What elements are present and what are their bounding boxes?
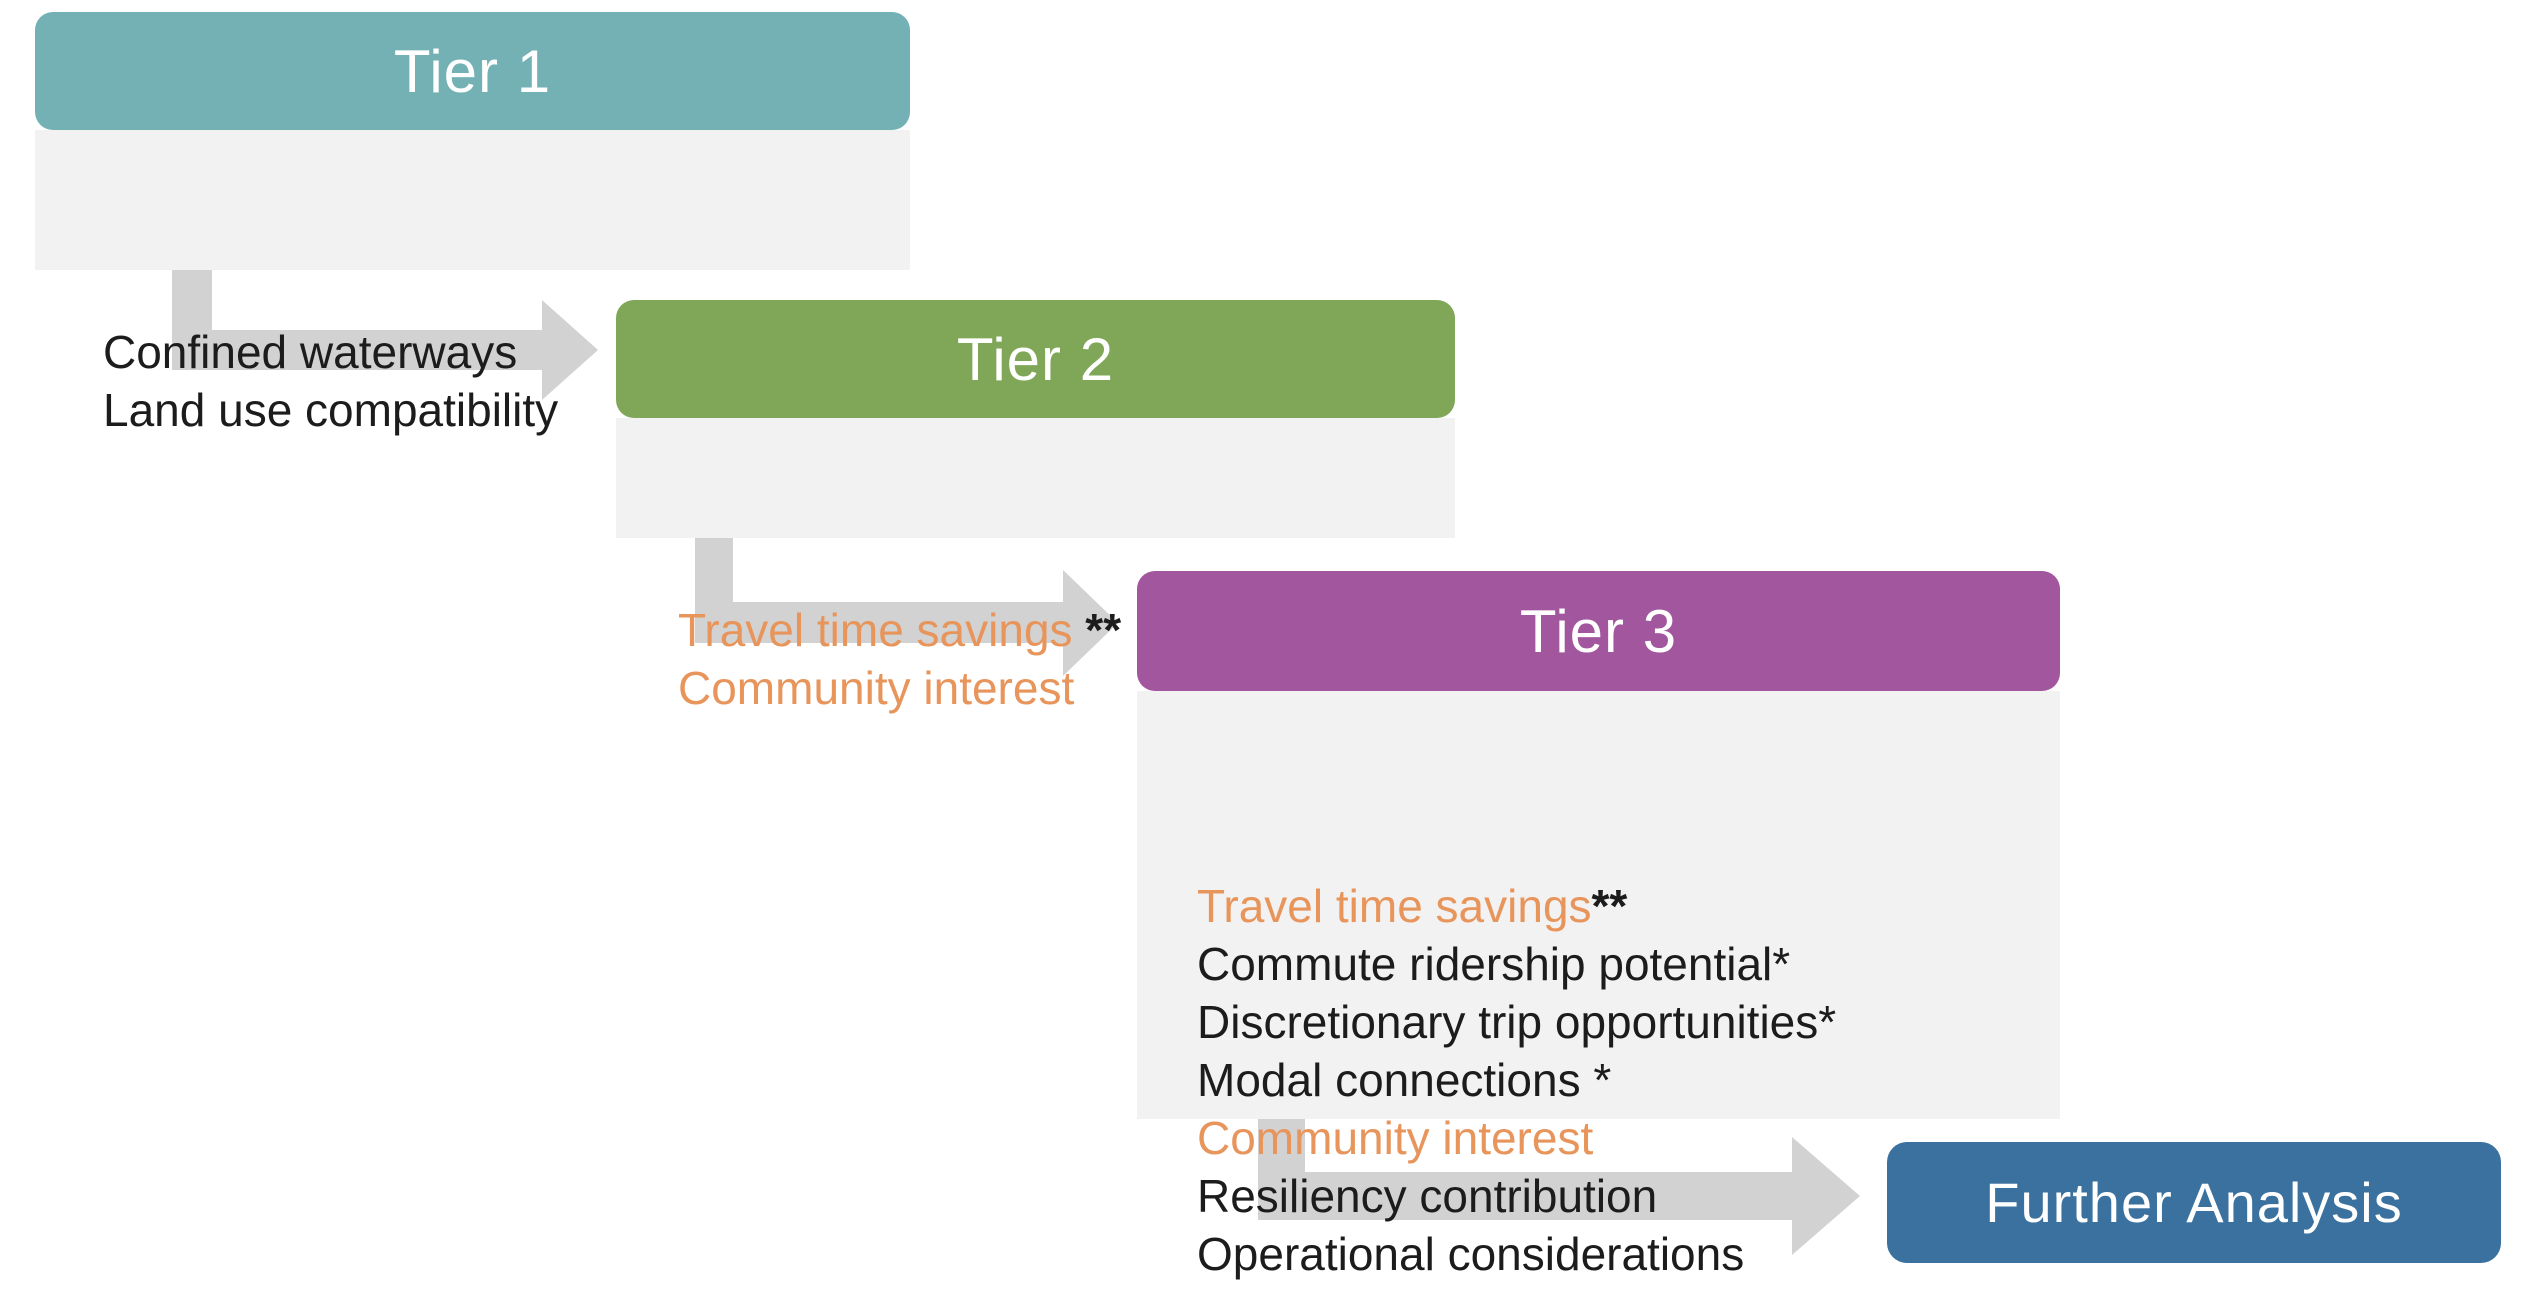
- criterion-label: Travel time savings: [1197, 880, 1592, 932]
- further-analysis-label: Further Analysis: [1985, 1171, 2403, 1234]
- further-analysis-box: Further Analysis: [1887, 1142, 2501, 1263]
- tier1-header: Tier 1: [35, 12, 910, 130]
- criterion-item: Confined waterways: [103, 323, 890, 381]
- criterion-item: Travel time savings**: [1197, 877, 2040, 935]
- criterion-label: Community interest: [1197, 1112, 1594, 1164]
- tier3-header: Tier 3: [1137, 571, 2060, 691]
- tier3-criteria-list: Travel time savings**Commute ridership p…: [1137, 691, 2060, 1280]
- criterion-label: Community interest: [678, 662, 1075, 714]
- criterion-item: Community interest: [678, 659, 1435, 717]
- criterion-label: Land use compatibility: [103, 384, 559, 436]
- criterion-label: Commute ridership potential*: [1197, 938, 1791, 990]
- criterion-label: Travel time savings: [678, 604, 1073, 656]
- flow-arrow-tier1-to-tier2-bar: [172, 330, 542, 370]
- tier3-title: Tier 3: [1519, 597, 1678, 665]
- tier1-title: Tier 1: [393, 37, 552, 105]
- criterion-label: Confined waterways: [103, 326, 518, 378]
- flow-arrow-tier2-to-tier3-head-icon: [1063, 570, 1118, 676]
- flow-arrow-tier3-to-further-bar: [1258, 1172, 1792, 1220]
- criterion-item: Operational considerations: [1197, 1225, 2040, 1283]
- tier2-header: Tier 2: [616, 300, 1455, 418]
- criterion-item: Discretionary trip opportunities*: [1197, 993, 2040, 1051]
- criterion-item: Commute ridership potential*: [1197, 935, 2040, 993]
- flow-arrow-tier3-to-further-head-icon: [1792, 1137, 1860, 1255]
- criterion-item: Land use compatibility: [103, 381, 890, 439]
- criterion-label: Modal connections *: [1197, 1054, 1612, 1106]
- criterion-label: Operational considerations: [1197, 1228, 1745, 1280]
- criterion-item: Travel time savings **: [678, 601, 1435, 659]
- criterion-item: Resiliency contribution: [1197, 1167, 2040, 1225]
- criterion-label: Discretionary trip opportunities*: [1197, 996, 1837, 1048]
- criterion-asterisk: **: [1591, 880, 1628, 932]
- criterion-label: Resiliency contribution: [1197, 1170, 1658, 1222]
- criterion-item: Modal connections *: [1197, 1051, 2040, 1109]
- tier2-criteria-list: Travel time savings **Community interest: [616, 418, 1455, 714]
- criterion-item: Community interest: [1197, 1109, 2040, 1167]
- flow-arrow-tier2-to-tier3-bar: [695, 602, 1063, 643]
- flow-arrow-tier1-to-tier2-head-icon: [542, 300, 598, 400]
- tier2-title: Tier 2: [956, 325, 1115, 393]
- criterion-asterisk: **: [1072, 604, 1122, 656]
